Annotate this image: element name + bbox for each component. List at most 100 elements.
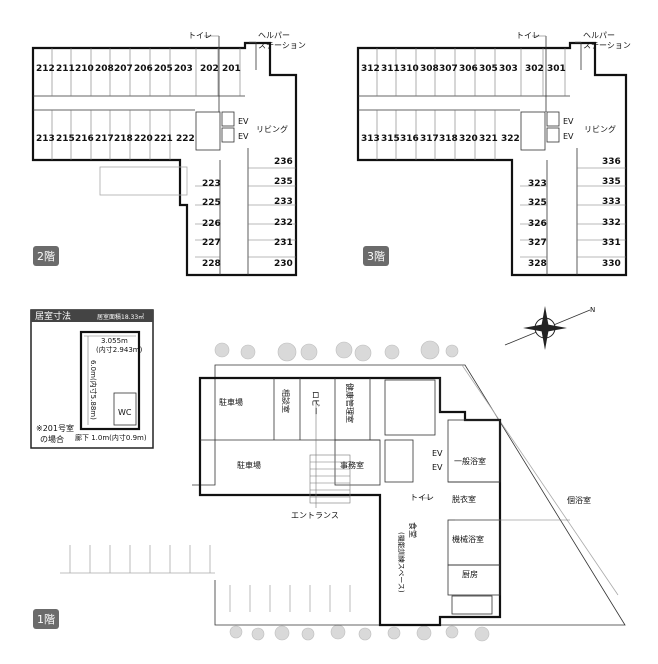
room-336: 336	[602, 157, 621, 167]
compass-north: N	[590, 306, 595, 314]
floor-2-plan: 212 211 210 208 207 206 205 203 202 201 …	[31, 31, 306, 277]
kitchen-label: 厨房	[462, 569, 478, 579]
room-218: 218	[114, 134, 133, 144]
dims-note-1: ※201号室	[36, 423, 74, 433]
dims-area: 居室面積18.33㎡	[97, 313, 144, 321]
helper-station-label-2: ステーション	[583, 41, 631, 50]
room-201: 201	[222, 64, 241, 74]
room-dimension-box: 居室寸法 居室面積18.33㎡ 3.055m (内寸2.943m) 6.0m(内…	[30, 309, 154, 449]
room-322: 322	[501, 134, 520, 144]
room-332: 332	[602, 218, 621, 228]
room-205: 205	[154, 64, 173, 74]
lobby-label: ロビー	[311, 391, 320, 415]
floor-badge-label: 2階	[37, 249, 55, 263]
dims-depth: 6.0m(内寸5.88m)	[89, 360, 98, 420]
health-room-label: 健康管理室	[345, 383, 355, 423]
room-215: 215	[56, 134, 75, 144]
room-330: 330	[602, 259, 621, 269]
floor-1-plan: 駐車場 駐車場 相談室 ロビー 健康管理室 事務室 EV EV トイレ エントラ…	[33, 340, 626, 642]
room-307: 307	[439, 64, 458, 74]
office-label: 事務室	[340, 460, 364, 470]
room-232: 232	[274, 218, 293, 228]
floor-badge	[33, 609, 59, 629]
room-231: 231	[274, 238, 293, 248]
room-222: 222	[176, 134, 195, 144]
room-302: 302	[525, 64, 544, 74]
ev-label: EV	[563, 117, 574, 126]
room-323: 323	[528, 179, 547, 189]
room-203: 203	[174, 64, 193, 74]
room-236: 236	[274, 157, 293, 167]
dining-sub-label: (機能訓練スペース)	[397, 532, 406, 593]
room-202: 202	[200, 64, 219, 74]
tree-row	[214, 340, 490, 642]
dims-width-2: (内寸2.943m)	[96, 345, 143, 354]
room-333: 333	[602, 197, 621, 207]
room-331: 331	[602, 238, 621, 248]
room-212: 212	[36, 64, 55, 74]
ev-label: EV	[238, 117, 249, 126]
dining-label: 食堂	[408, 522, 418, 538]
machine-bath-label: 機械浴室	[452, 534, 484, 544]
room-213: 213	[36, 134, 55, 144]
room-303: 303	[499, 64, 518, 74]
floor-badge-label: 1階	[37, 612, 55, 626]
room-327: 327	[528, 238, 547, 248]
room-208: 208	[95, 64, 114, 74]
room-217: 217	[95, 134, 114, 144]
dims-note-2: の場合	[40, 434, 64, 444]
toilet-label: トイレ	[516, 31, 540, 40]
room-233: 233	[274, 197, 293, 207]
room-230: 230	[274, 259, 293, 269]
room-221: 221	[154, 134, 173, 144]
room-216: 216	[75, 134, 94, 144]
floor-badge	[33, 246, 59, 266]
room-306: 306	[459, 64, 478, 74]
room-311: 311	[381, 64, 400, 74]
room-226: 226	[202, 219, 221, 229]
room-313: 313	[361, 134, 380, 144]
room-211: 211	[56, 64, 75, 74]
living-label: リビング	[584, 124, 616, 134]
room-318: 318	[439, 134, 458, 144]
room-301: 301	[547, 64, 566, 74]
room-335: 335	[602, 177, 621, 187]
floor-badge	[363, 246, 389, 266]
room-235: 235	[274, 177, 293, 187]
toilet-label: トイレ	[410, 493, 434, 502]
floor-badge-label: 3階	[367, 249, 385, 263]
ev-label: EV	[432, 449, 443, 458]
ev-label: EV	[238, 132, 249, 141]
room-321: 321	[479, 134, 498, 144]
room-312: 312	[361, 64, 380, 74]
room-206: 206	[134, 64, 153, 74]
room-310: 310	[400, 64, 419, 74]
dressing-room-label: 脱衣室	[452, 494, 476, 504]
room-210: 210	[75, 64, 94, 74]
dims-corridor: 廊下 1.0m(内寸0.9m)	[75, 433, 147, 442]
room-320: 320	[459, 134, 478, 144]
room-227: 227	[202, 238, 221, 248]
room-308: 308	[420, 64, 439, 74]
living-label: リビング	[256, 124, 288, 134]
room-317: 317	[420, 134, 439, 144]
wc-label: WC	[118, 408, 132, 417]
private-bath-label: 個浴室	[567, 495, 591, 505]
room-223: 223	[202, 179, 221, 189]
ev-label: EV	[432, 463, 443, 472]
ev-label: EV	[563, 132, 574, 141]
toilet-label: トイレ	[188, 31, 212, 40]
room-328: 328	[528, 259, 547, 269]
helper-station-label-1: ヘルパー	[258, 31, 290, 40]
compass-icon: N	[504, 306, 595, 350]
helper-station-label-2: ステーション	[258, 41, 306, 50]
dims-width-1: 3.055m	[101, 337, 128, 345]
room-207: 207	[114, 64, 133, 74]
helper-station-label-1: ヘルパー	[583, 31, 615, 40]
general-bath-label: 一般浴室	[454, 456, 486, 466]
room-305: 305	[479, 64, 498, 74]
room-326: 326	[528, 219, 547, 229]
room-315: 315	[381, 134, 400, 144]
floor-3-plan: 312 311 310 308 307 306 305 303 302 301 …	[356, 31, 631, 277]
room-225: 225	[202, 198, 221, 208]
